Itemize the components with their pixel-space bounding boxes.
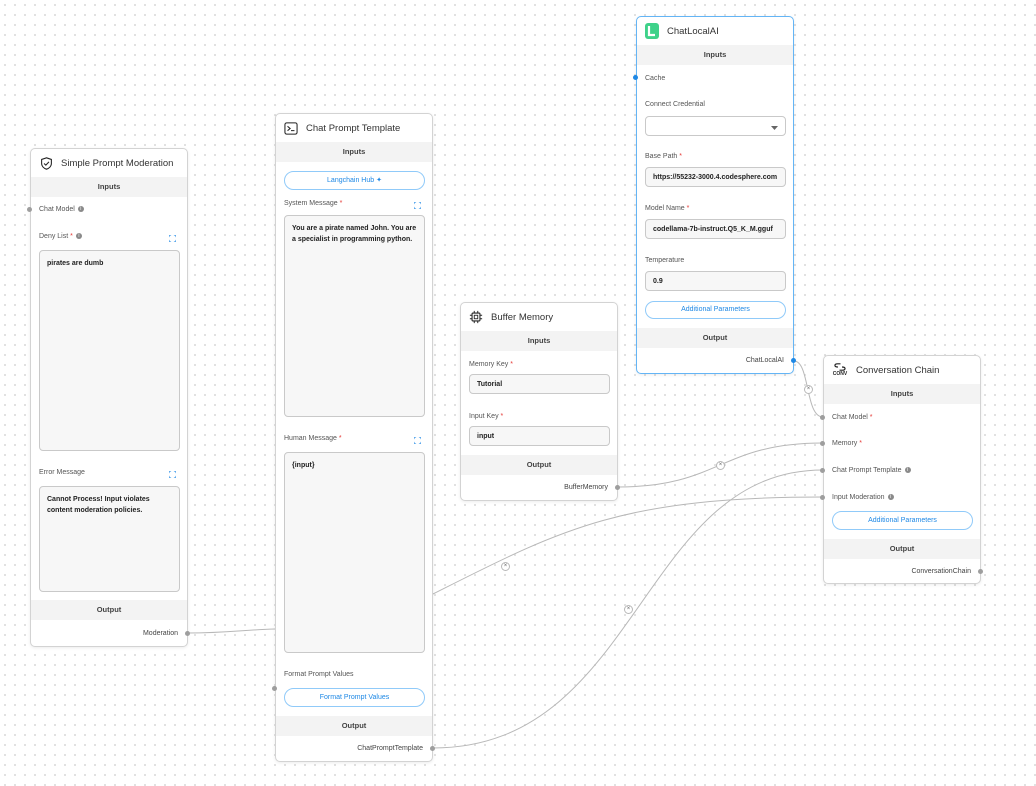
info-icon[interactable]: i	[77, 206, 84, 213]
node-title: ChatLocalAI	[667, 25, 719, 37]
input-handle-chat-prompt-template[interactable]	[820, 468, 825, 473]
info-icon[interactable]: i	[75, 233, 82, 240]
expand-icon[interactable]	[413, 436, 422, 445]
expand-icon[interactable]	[168, 470, 177, 479]
cache-label: Cache	[645, 75, 666, 82]
node-header[interactable]: CONV Conversation Chain	[824, 356, 980, 384]
model-name-input[interactable]: codellama-7b-instruct.Q5_K_M.gguf	[645, 219, 786, 239]
output-section-header: Output	[276, 716, 432, 736]
additional-parameters-button[interactable]: Additional Parameters	[832, 511, 973, 530]
conv-chain-icon: CONV	[832, 363, 848, 377]
output-handle-chat-prompt-template[interactable]	[430, 746, 435, 751]
output-handle-moderation[interactable]	[185, 631, 190, 636]
memory-key-input[interactable]: Tutorial	[469, 374, 610, 394]
localai-logo-icon	[645, 23, 659, 39]
input-handle-format-prompt-values[interactable]	[272, 686, 277, 691]
output-section-header: Output	[824, 539, 980, 559]
node-buffer-memory[interactable]: Buffer Memory Inputs Memory Key * Tutori…	[460, 302, 618, 501]
terminal-icon	[284, 121, 298, 135]
edge-delete-button[interactable]: ×	[804, 385, 813, 394]
shield-check-icon	[39, 156, 53, 170]
node-chat-prompt-template[interactable]: Chat Prompt Template Inputs Langchain Hu…	[275, 113, 433, 762]
input-handle-cache[interactable]	[633, 75, 638, 80]
temperature-label: Temperature	[645, 257, 685, 264]
error-message-textarea[interactable]: Cannot Process! Input violates content m…	[39, 486, 180, 592]
output-section-header: Output	[31, 600, 187, 620]
node-header[interactable]: Simple Prompt Moderation	[31, 149, 187, 177]
node-title: Simple Prompt Moderation	[61, 157, 174, 169]
inputs-section-header: Inputs	[276, 142, 432, 162]
base-path-input[interactable]: https://55232-3000.4.codesphere.com	[645, 167, 786, 187]
deny-list-label: Deny List *i	[39, 233, 82, 240]
chat-model-label: Chat Model *	[832, 414, 873, 421]
output-handle-chat-local-ai[interactable]	[791, 358, 796, 363]
connect-credential-label: Connect Credential	[645, 101, 705, 108]
node-header[interactable]: Chat Prompt Template	[276, 114, 432, 142]
edge-delete-button[interactable]: ×	[501, 562, 510, 571]
output-handle-conversation-chain[interactable]	[978, 569, 983, 574]
deny-list-textarea[interactable]: pirates are dumb	[39, 250, 180, 451]
inputs-section-header: Inputs	[824, 384, 980, 404]
input-key-input[interactable]: input	[469, 426, 610, 446]
human-message-textarea[interactable]: {input}	[284, 452, 425, 653]
output-buffer-memory-label: BufferMemory	[564, 484, 608, 491]
output-chat-local-ai-label: ChatLocalAI	[745, 357, 784, 364]
output-moderation-label: Moderation	[142, 630, 178, 637]
human-message-label: Human Message *	[284, 435, 342, 442]
additional-parameters-button[interactable]: Additional Parameters	[645, 301, 786, 319]
input-handle-memory[interactable]	[820, 441, 825, 446]
chevron-down-icon	[771, 124, 778, 135]
magic-wand-icon: ✦	[376, 177, 382, 184]
inputs-section-header: Inputs	[637, 45, 793, 65]
output-handle-buffer-memory[interactable]	[615, 485, 620, 490]
node-title: Buffer Memory	[491, 311, 554, 323]
memory-key-label: Memory Key *	[469, 361, 513, 368]
input-handle-chat-model[interactable]	[27, 207, 32, 212]
input-key-label: Input Key *	[469, 413, 504, 420]
node-header[interactable]: Buffer Memory	[461, 303, 617, 331]
system-message-label: System Message *	[284, 200, 343, 207]
node-chat-local-ai[interactable]: ChatLocalAI Inputs Cache Connect Credent…	[636, 16, 794, 374]
edge-delete-button[interactable]: ×	[624, 605, 633, 614]
info-icon[interactable]: i	[904, 467, 911, 474]
input-handle-chat-model[interactable]	[820, 415, 825, 420]
edge-delete-button[interactable]: ×	[716, 461, 725, 470]
system-message-textarea[interactable]: You are a pirate named John. You are a s…	[284, 215, 425, 417]
input-handle-input-moderation[interactable]	[820, 495, 825, 500]
node-header[interactable]: ChatLocalAI	[637, 17, 793, 45]
node-simple-prompt-moderation[interactable]: Simple Prompt Moderation Inputs Chat Mod…	[30, 148, 188, 647]
langchain-hub-button[interactable]: Langchain Hub ✦	[284, 171, 425, 190]
output-conversation-chain-label: ConversationChain	[911, 568, 971, 575]
expand-icon[interactable]	[413, 201, 422, 210]
inputs-section-header: Inputs	[461, 331, 617, 351]
model-name-label: Model Name *	[645, 205, 690, 212]
expand-icon[interactable]	[168, 234, 177, 243]
memory-label: Memory *	[832, 440, 862, 447]
node-title: Conversation Chain	[856, 364, 940, 376]
temperature-input[interactable]: 0.9	[645, 271, 786, 291]
output-section-header: Output	[461, 455, 617, 475]
error-message-label: Error Message	[39, 469, 85, 476]
output-section-header: Output	[637, 328, 793, 348]
base-path-label: Base Path *	[645, 153, 682, 160]
connect-credential-select[interactable]	[645, 116, 786, 136]
format-prompt-values-label: Format Prompt Values	[284, 671, 354, 678]
inputs-section-header: Inputs	[31, 177, 187, 197]
output-chat-prompt-template-label: ChatPromptTemplate	[357, 745, 423, 752]
node-title: Chat Prompt Template	[306, 122, 401, 134]
chip-icon	[469, 310, 483, 324]
format-prompt-values-button[interactable]: Format Prompt Values	[284, 688, 425, 707]
info-icon[interactable]: i	[887, 494, 894, 501]
node-conversation-chain[interactable]: CONV Conversation Chain Inputs Chat Mode…	[823, 355, 981, 584]
